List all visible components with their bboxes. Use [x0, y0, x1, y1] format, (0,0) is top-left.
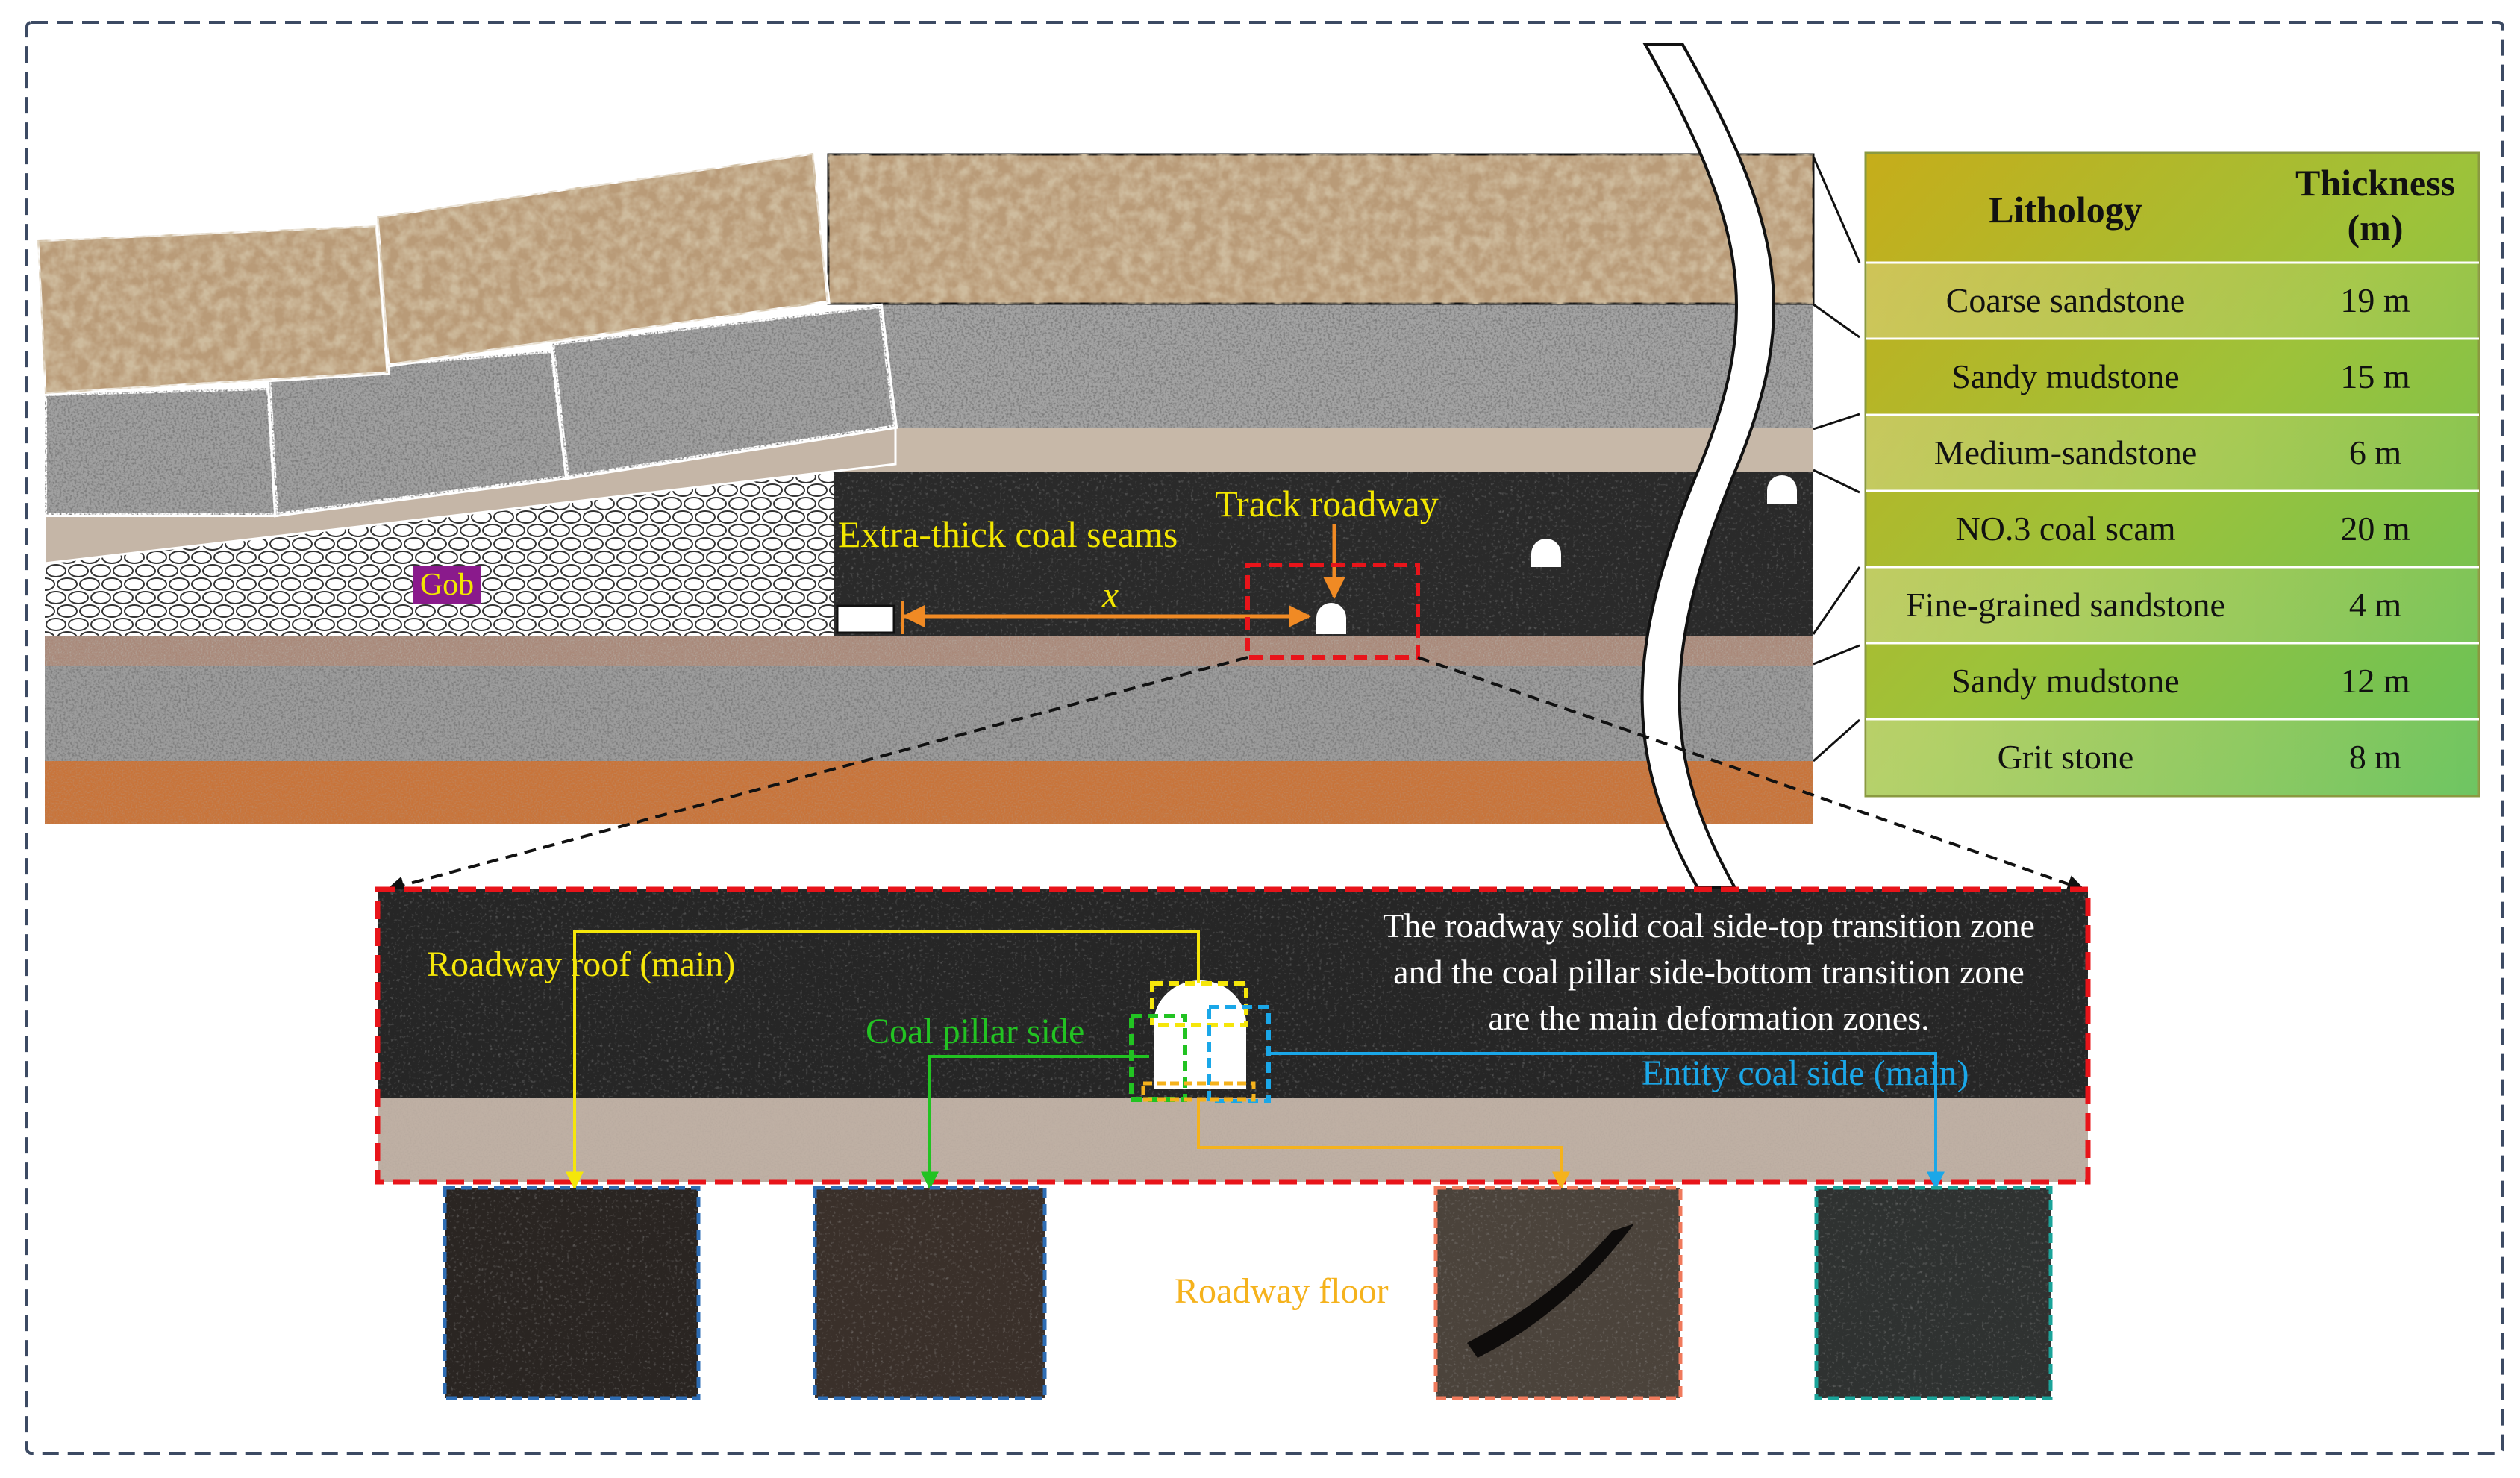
x-symbol: x	[1101, 574, 1119, 616]
table-cell-thickness: 6 m	[2349, 433, 2402, 472]
table-row	[1866, 415, 2479, 491]
floor-crack	[1467, 1224, 1634, 1358]
zoom-guide-left	[386, 656, 1248, 894]
gob-label: Gob	[420, 568, 474, 602]
pillar-connector	[921, 1055, 1149, 1190]
floor-connector	[1197, 1100, 1570, 1190]
extra-thick-coal-label: Extra-thick coal seams	[838, 513, 1178, 555]
roof-zone-box	[1150, 981, 1248, 1027]
table-row	[1866, 567, 2479, 643]
roadway-floor-label: Roadway floor	[1175, 1271, 1389, 1311]
floor-photo	[1433, 1186, 1683, 1400]
lithology-table: Lithology Thickness (m) Coarse sandstone…	[1864, 151, 2480, 798]
roof-connector	[566, 930, 1200, 1190]
roadway-roof-label: Roadway roof (main)	[427, 945, 735, 984]
table-cell-thickness: 20 m	[2340, 510, 2410, 548]
gob-area	[45, 464, 834, 636]
table-row	[1866, 719, 2479, 795]
pillar-photo	[813, 1186, 1047, 1400]
track-roadway	[1316, 603, 1346, 634]
coal-pillar-side-label: Coal pillar side	[866, 1012, 1084, 1051]
roadway-3	[1767, 475, 1797, 504]
header-thickness-line1: Thickness	[2295, 162, 2455, 204]
table-cell-thickness: 4 m	[2349, 586, 2402, 624]
zoom-box-small	[1245, 563, 1420, 660]
table-cell-thickness: 15 m	[2340, 357, 2410, 395]
roof-photo	[443, 1186, 701, 1400]
header-lithology: Lithology	[1989, 189, 2142, 231]
table-cell-lithology: Sandy mudstone	[1951, 357, 2179, 395]
deformation-note-line3: are the main deformation zones.	[1488, 999, 1929, 1037]
zoom-guide-right	[1417, 656, 2086, 893]
track-roadway-label: Track roadway	[1215, 483, 1438, 524]
table-cell-lithology: Grit stone	[1998, 738, 2134, 776]
strata-section: Gob Extra-thick coal seams x Track roadw…	[35, 43, 1815, 889]
table-cell-thickness: 12 m	[2340, 662, 2410, 700]
entity-coal-side-label: Entity coal side (main)	[1642, 1053, 1969, 1093]
gob-label-bg	[413, 566, 481, 604]
outer-frame	[25, 21, 2504, 1455]
deformation-note-line1: The roadway solid coal side-top transiti…	[1383, 906, 2035, 945]
table-cell-lithology: Fine-grained sandstone	[1906, 586, 2225, 624]
header-thickness-line2: (m)	[2348, 207, 2404, 248]
field-photos: Roadway floor	[443, 1186, 2053, 1400]
table-row	[1866, 263, 2479, 339]
zoom-detail-panel: Roadway roof (main) Coal pillar side Ent…	[375, 886, 2091, 1190]
table-cell-lithology: Coarse sandstone	[1946, 281, 2186, 319]
medium-sandstone-layer	[828, 427, 1813, 472]
zoom-roadway	[1154, 980, 1246, 1089]
hydraulic-support	[836, 604, 895, 634]
table-rows: Coarse sandstone 19 m Sandy mudstone 15 m Me…	[1866, 261, 2479, 795]
deformation-note-line2: and the coal pillar side-bottom transiti…	[1393, 953, 2025, 991]
table-cell-thickness: 19 m	[2340, 281, 2410, 319]
entity-photo	[1814, 1186, 2053, 1400]
table-cell-thickness: 8 m	[2349, 738, 2402, 776]
table-cell-lithology: Sandy mudstone	[1951, 662, 2179, 700]
table-connectors	[1812, 156, 1861, 763]
table-cell-lithology: Medium-sandstone	[1934, 433, 2198, 472]
entity-connector	[1269, 1052, 1945, 1190]
zoom-box-large	[375, 886, 2091, 1185]
table-cell-lithology: NO.3 coal scam	[1955, 510, 2175, 548]
roadway-2	[1531, 539, 1561, 567]
